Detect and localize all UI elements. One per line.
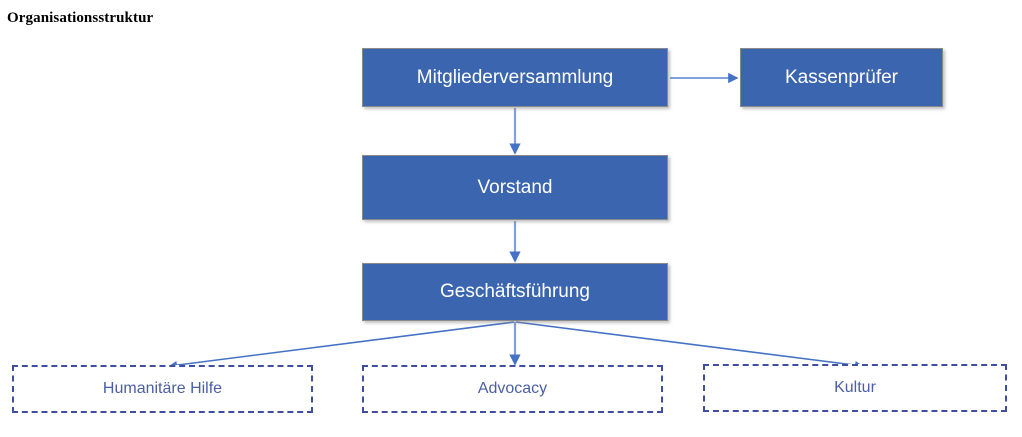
node-label: Kassenprüfer [784,66,898,88]
node-label: Advocacy [477,379,548,397]
node-label: Kultur [834,378,876,396]
edge-geschaeftsfuehrung-kultur [515,321,864,370]
node-label: Humanitäre Hilfe [102,379,223,397]
node-kultur[interactable]: Kultur [703,364,1007,412]
node-geschaeftsfuehrung[interactable]: Geschäftsführung [362,263,668,321]
node-advocacy[interactable]: Advocacy [362,365,663,413]
edge-geschaeftsfuehrung-humanitaere-hilfe [168,321,515,370]
node-label: Geschäftsführung [440,281,590,303]
node-vorstand[interactable]: Vorstand [362,155,668,220]
node-label: Vorstand [477,176,553,198]
node-mitgliederversammlung[interactable]: Mitgliederversammlung [362,48,668,107]
node-label: Mitgliederversammlung [416,66,614,88]
node-humanitaere-hilfe[interactable]: Humanitäre Hilfe [12,365,313,413]
page-title: Organisationsstruktur [7,10,154,26]
node-kassenpruefer[interactable]: Kassenprüfer [740,48,943,107]
